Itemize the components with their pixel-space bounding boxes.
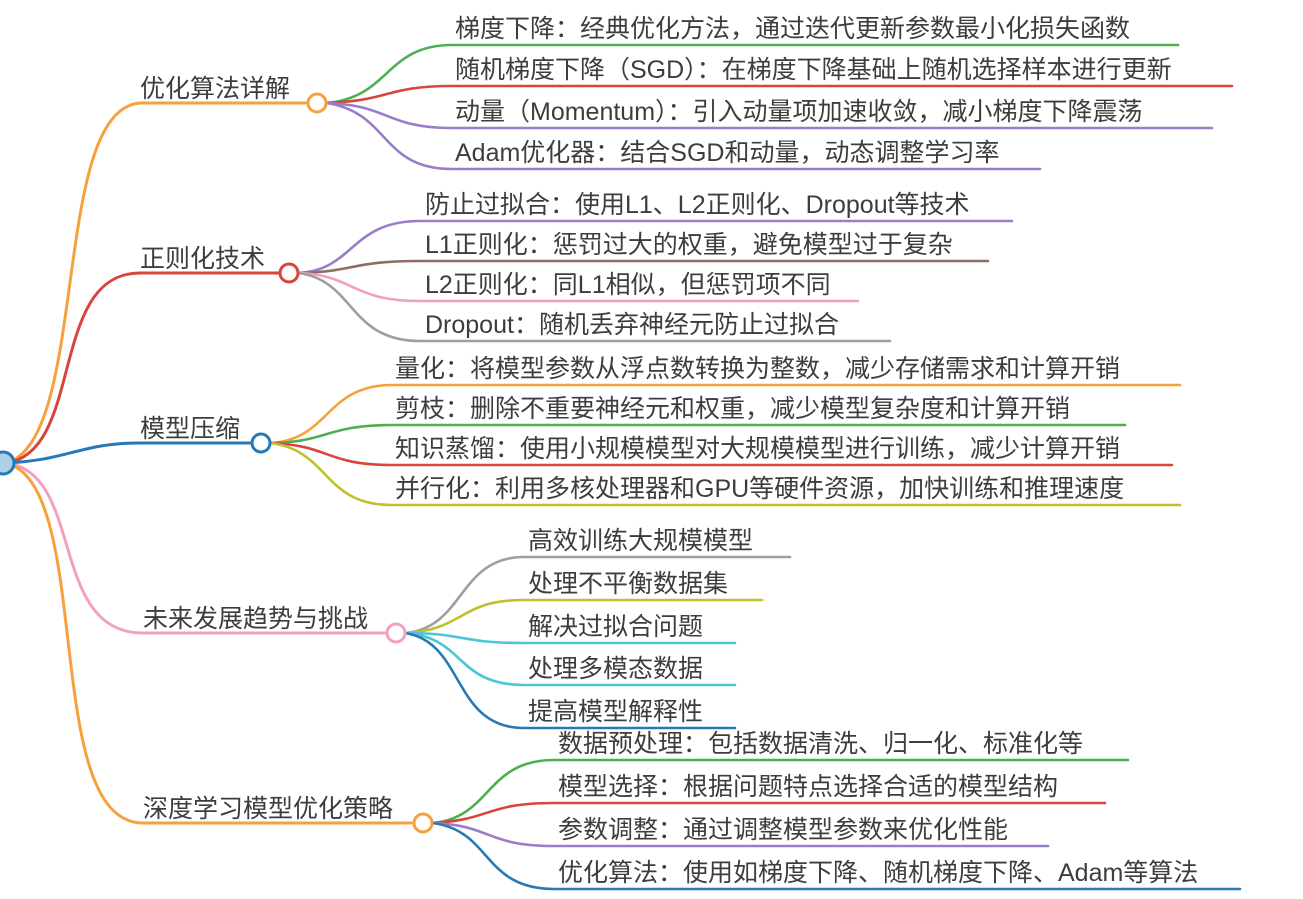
leaf-label[interactable]: 解决过拟合问题	[528, 613, 704, 641]
leaf-label[interactable]: 数据预处理：包括数据清洗、归一化、标准化等	[558, 730, 1084, 758]
leaf-link	[403, 555, 792, 635]
leaf-label[interactable]: 随机梯度下降（SGD）：在梯度下降基础上随机选择样本进行更新	[455, 56, 1172, 84]
branch-node[interactable]	[412, 812, 434, 834]
branch-node[interactable]	[278, 262, 300, 284]
leaf-label[interactable]: L2正则化：同L1相似，但惩罚项不同	[425, 271, 831, 299]
leaf-label[interactable]: Dropout：随机丢弃神经元防止过拟合	[425, 311, 839, 339]
leaf-label[interactable]: L1正则化：惩罚过大的权重，避免模型过于复杂	[425, 231, 953, 259]
branch-link	[4, 101, 308, 465]
leaf-label[interactable]: 动量（Momentum）：引入动量项加速收敛，减小梯度下降震荡	[455, 98, 1143, 126]
leaf-label[interactable]: 防止过拟合：使用L1、L2正则化、Dropout等技术	[425, 191, 970, 219]
leaf-label[interactable]: 量化：将模型参数从浮点数转换为整数，减少存储需求和计算开销	[395, 355, 1121, 383]
leaf-label[interactable]: 并行化：利用多核处理器和GPU等硬件资源，加快训练和推理速度	[395, 475, 1125, 503]
branch-link	[4, 271, 280, 465]
leaf-label[interactable]: 剪枝：删除不重要神经元和权重，减少模型复杂度和计算开销	[395, 395, 1071, 423]
branch-label[interactable]: 未来发展趋势与挑战	[143, 605, 369, 633]
leaf-link	[268, 441, 1174, 467]
branch-label[interactable]: 正则化技术	[140, 245, 266, 273]
leaf-link	[324, 101, 1214, 130]
leaf-link	[324, 101, 1042, 171]
leaf-link	[403, 631, 737, 730]
leaf-link	[403, 631, 737, 645]
branch-label[interactable]: 优化算法详解	[140, 75, 291, 103]
leaf-label[interactable]: Adam优化器：结合SGD和动量，动态调整学习率	[455, 139, 1000, 167]
leaf-link	[324, 84, 1234, 105]
leaf-link	[296, 259, 990, 275]
leaf-link	[268, 383, 1182, 445]
leaf-link	[268, 441, 1182, 507]
branch-link	[4, 441, 252, 465]
leaf-link	[430, 821, 1050, 848]
leaf-label[interactable]: 模型选择：根据问题特点选择合适的模型结构	[558, 773, 1059, 801]
leaf-label[interactable]: 梯度下降：经典优化方法，通过迭代更新参数最小化损失函数	[455, 15, 1131, 43]
leaf-link	[324, 43, 1180, 105]
branch-label[interactable]: 深度学习模型优化策略	[143, 795, 394, 823]
leaf-link	[268, 423, 1127, 445]
leaf-label[interactable]: 提高模型解释性	[528, 698, 704, 726]
branch-link	[4, 461, 386, 635]
leaf-link	[430, 758, 1130, 825]
leaf-link	[430, 801, 1107, 825]
branch-node[interactable]	[250, 432, 272, 454]
branch-node[interactable]	[385, 622, 407, 644]
leaf-label[interactable]: 参数调整：通过调整模型参数来优化性能	[558, 816, 1009, 844]
leaf-link	[296, 271, 892, 343]
leaf-label[interactable]: 优化算法：使用如梯度下降、随机梯度下降、Adam等算法	[558, 859, 1199, 887]
leaf-label[interactable]: 处理不平衡数据集	[528, 570, 729, 598]
leaf-link	[403, 631, 737, 687]
leaf-label[interactable]: 高效训练大规模模型	[528, 527, 754, 555]
leaf-link	[296, 219, 1014, 275]
leaf-link	[403, 598, 764, 635]
leaf-link	[296, 271, 860, 303]
branch-link	[4, 461, 413, 825]
leaf-label[interactable]: 处理多模态数据	[528, 655, 704, 683]
leaf-label[interactable]: 知识蒸馏：使用小规模模型对大规模模型进行训练，减少计算开销	[395, 435, 1121, 463]
branch-node[interactable]	[306, 92, 328, 114]
root-node[interactable]	[0, 450, 16, 476]
leaf-link	[430, 821, 1242, 891]
branch-label[interactable]: 模型压缩	[140, 415, 241, 443]
